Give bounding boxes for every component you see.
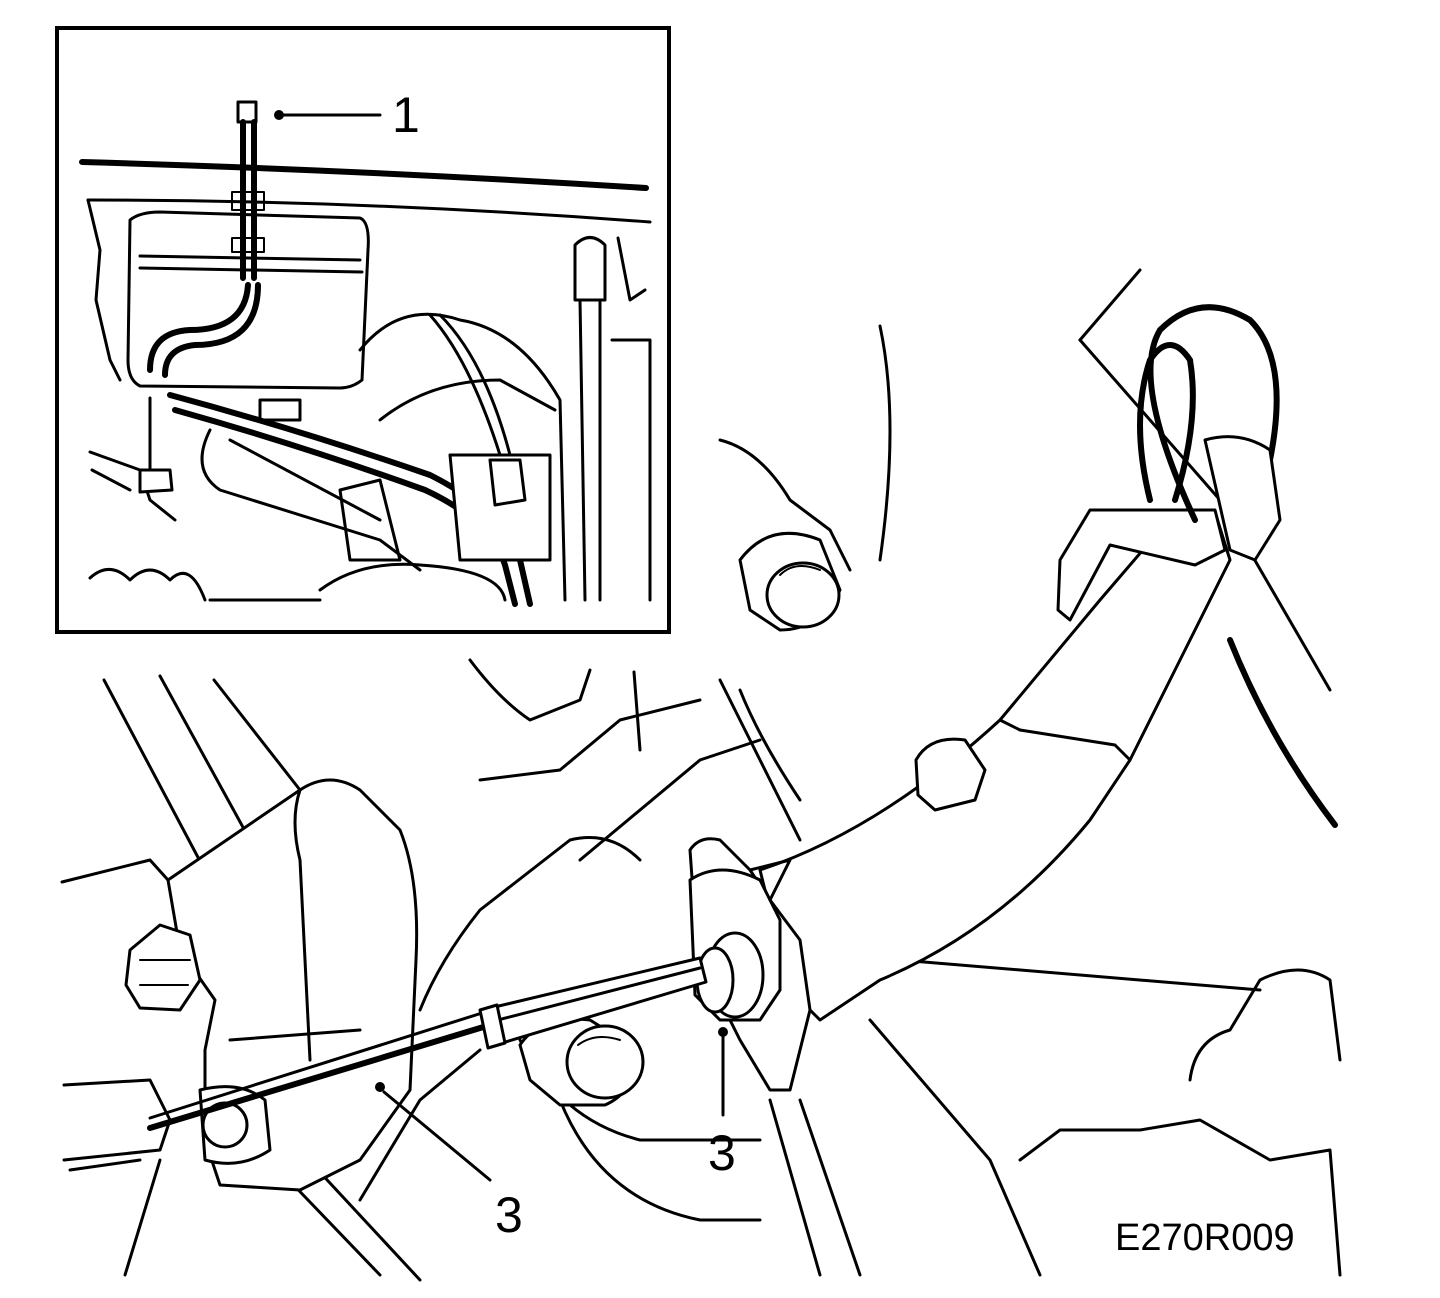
lower-bolt bbox=[518, 1017, 645, 1107]
callout-3-right-label: 3 bbox=[708, 1125, 736, 1181]
upper-bolt bbox=[718, 531, 842, 842]
hose-loop bbox=[1137, 304, 1282, 562]
callout-3-left: 3 bbox=[375, 1082, 523, 1243]
callout-1-label: 1 bbox=[392, 87, 420, 143]
left-bolt-head bbox=[124, 923, 202, 1012]
cable-clip bbox=[688, 837, 812, 1092]
callout-3-right: 3 bbox=[708, 1027, 736, 1181]
curved-arm bbox=[758, 508, 1232, 1022]
cable bbox=[147, 956, 708, 1131]
callout-3-left-label: 3 bbox=[495, 1187, 523, 1243]
main-view bbox=[60, 268, 1342, 1282]
lower-body bbox=[358, 268, 1342, 1277]
inset-detail: 1 bbox=[55, 26, 671, 634]
figure-code: E270R009 bbox=[1115, 1217, 1295, 1259]
left-bracket bbox=[62, 778, 419, 1192]
